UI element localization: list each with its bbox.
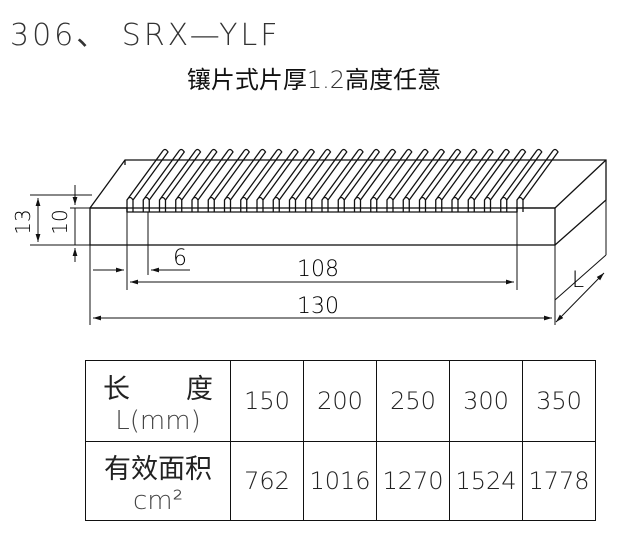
length-label-b: 度 [186, 373, 213, 405]
dim-depth: L [572, 268, 584, 293]
tooth [240, 148, 283, 212]
tooth [435, 148, 478, 212]
tooth [158, 148, 202, 212]
dim-inner-length: 108 [297, 257, 339, 282]
tooth [337, 148, 381, 212]
area-header: 有效面积 cm² [85, 441, 231, 521]
tooth [451, 148, 494, 212]
table-cell: 1016 [303, 441, 377, 521]
dim-edge: 6 [173, 246, 187, 271]
table-cell: 1524 [449, 441, 523, 521]
table-cell: 300 [449, 360, 523, 442]
subtitle-thickness: 1.2 [306, 66, 346, 94]
height-dimensions [30, 185, 92, 262]
area-unit: cm² [132, 485, 184, 516]
subtitle-suffix: 高度任意 [345, 66, 442, 94]
length-label-a: 长 [103, 373, 130, 405]
tooth [207, 148, 251, 212]
tooth [256, 148, 299, 212]
dim-total-length: 130 [297, 294, 339, 319]
spec-table: 长 度 L(mm) 150 200 250 300 350 有效面积 cm² 76… [85, 360, 596, 521]
page-subtitle: 镶片式片厚1.2高度任意 [0, 60, 628, 95]
tooth [418, 148, 462, 212]
tooth [288, 148, 332, 212]
tooth [272, 148, 316, 212]
tooth [467, 148, 511, 212]
page-title: 306、 SRX—YLF [10, 18, 281, 53]
block-body [89, 148, 607, 246]
table-cell: 1270 [376, 441, 450, 521]
tooth [386, 148, 429, 212]
dim-height-inner: 10 [48, 209, 72, 234]
tooth [305, 148, 348, 212]
tooth [223, 148, 267, 212]
tooth [353, 148, 397, 212]
tooth [516, 148, 559, 212]
tooth [142, 148, 186, 212]
table-cell: 1778 [522, 441, 596, 521]
table-cell: 350 [522, 360, 596, 442]
table-cell: 762 [230, 441, 304, 521]
dim-height-outer: 13 [11, 209, 35, 234]
block-front-face [89, 207, 556, 246]
table-row: 有效面积 cm² 762 1016 1270 1524 1778 [85, 441, 596, 521]
tooth [483, 148, 527, 212]
table-cell: 200 [303, 360, 377, 442]
block-teeth [90, 148, 559, 213]
tooth [402, 148, 446, 212]
table-row: 长 度 L(mm) 150 200 250 300 350 [85, 360, 596, 442]
length-dimensions [89, 200, 607, 325]
length-header: 长 度 L(mm) [85, 360, 231, 442]
teeth-base [90, 207, 555, 213]
table-cell: 150 [230, 360, 304, 442]
table-cell: 250 [376, 360, 450, 442]
tooth [321, 148, 364, 212]
area-label: 有效面积 [104, 453, 212, 485]
tooth [500, 148, 543, 212]
tooth [126, 148, 169, 212]
subtitle-text: 镶片式片厚 [186, 66, 307, 94]
length-unit: L(mm) [115, 405, 201, 436]
tooth [370, 148, 413, 212]
tooth [191, 148, 234, 212]
tooth [175, 148, 218, 212]
